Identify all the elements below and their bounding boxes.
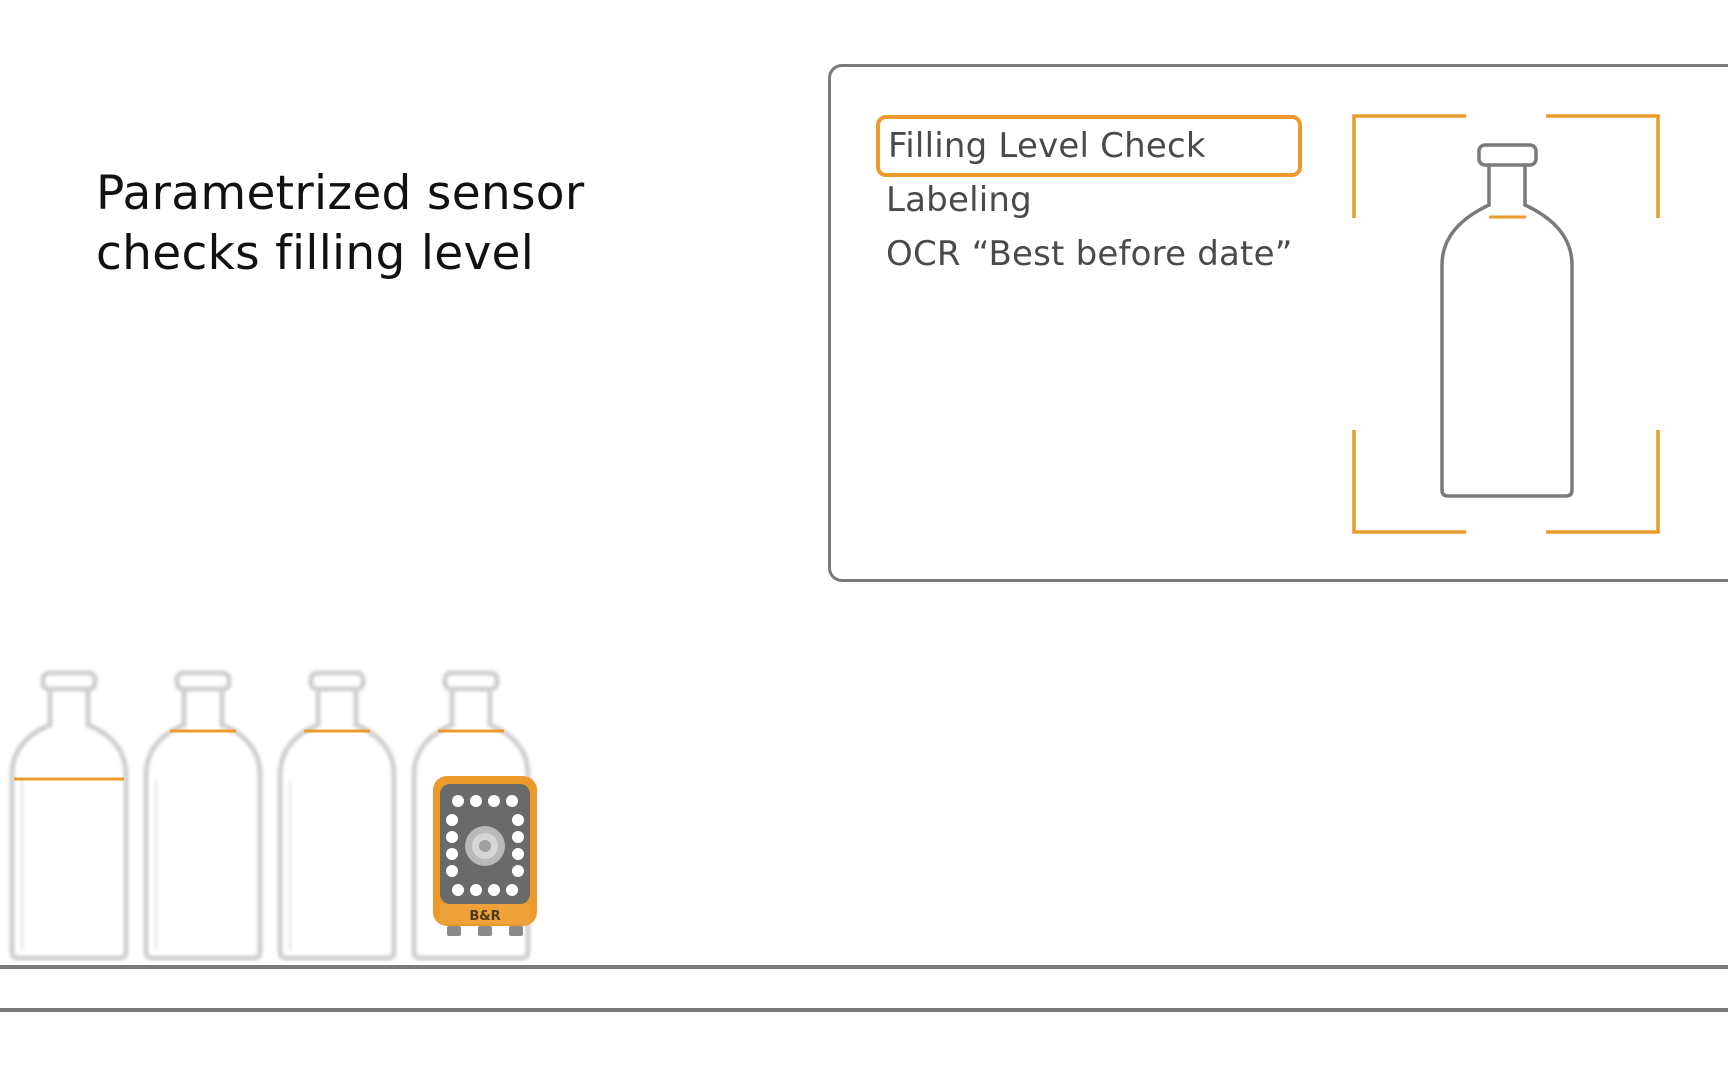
smart-camera-sensor-icon: B&R	[433, 776, 537, 936]
menu-item-label: Filling Level Check	[888, 126, 1206, 166]
menu-item-labeling[interactable]: Labeling	[886, 180, 1032, 220]
conveyor-bottle-2-icon	[143, 670, 263, 961]
focus-frame-icon	[1352, 114, 1660, 534]
camera-brand-logo: B&R	[469, 909, 500, 924]
conveyor-bottle-1-icon	[9, 670, 129, 961]
menu-item-filling-level-check[interactable]: Filling Level Check	[876, 115, 1302, 177]
inspection-panel	[828, 64, 1728, 582]
conveyor-bottle-4-icon	[411, 670, 531, 961]
headline: Parametrized sensor checks filling level	[96, 164, 584, 284]
inspected-bottle-icon	[1440, 143, 1574, 498]
headline-line-2: checks filling level	[96, 226, 535, 281]
fill-level-markers	[14, 729, 504, 781]
conveyor-bottle-3-icon	[277, 670, 397, 961]
headline-line-1: Parametrized sensor	[96, 166, 585, 221]
menu-item-ocr-best-before-date[interactable]: OCR “Best before date”	[886, 234, 1293, 274]
conveyor-belt	[0, 965, 1728, 1012]
